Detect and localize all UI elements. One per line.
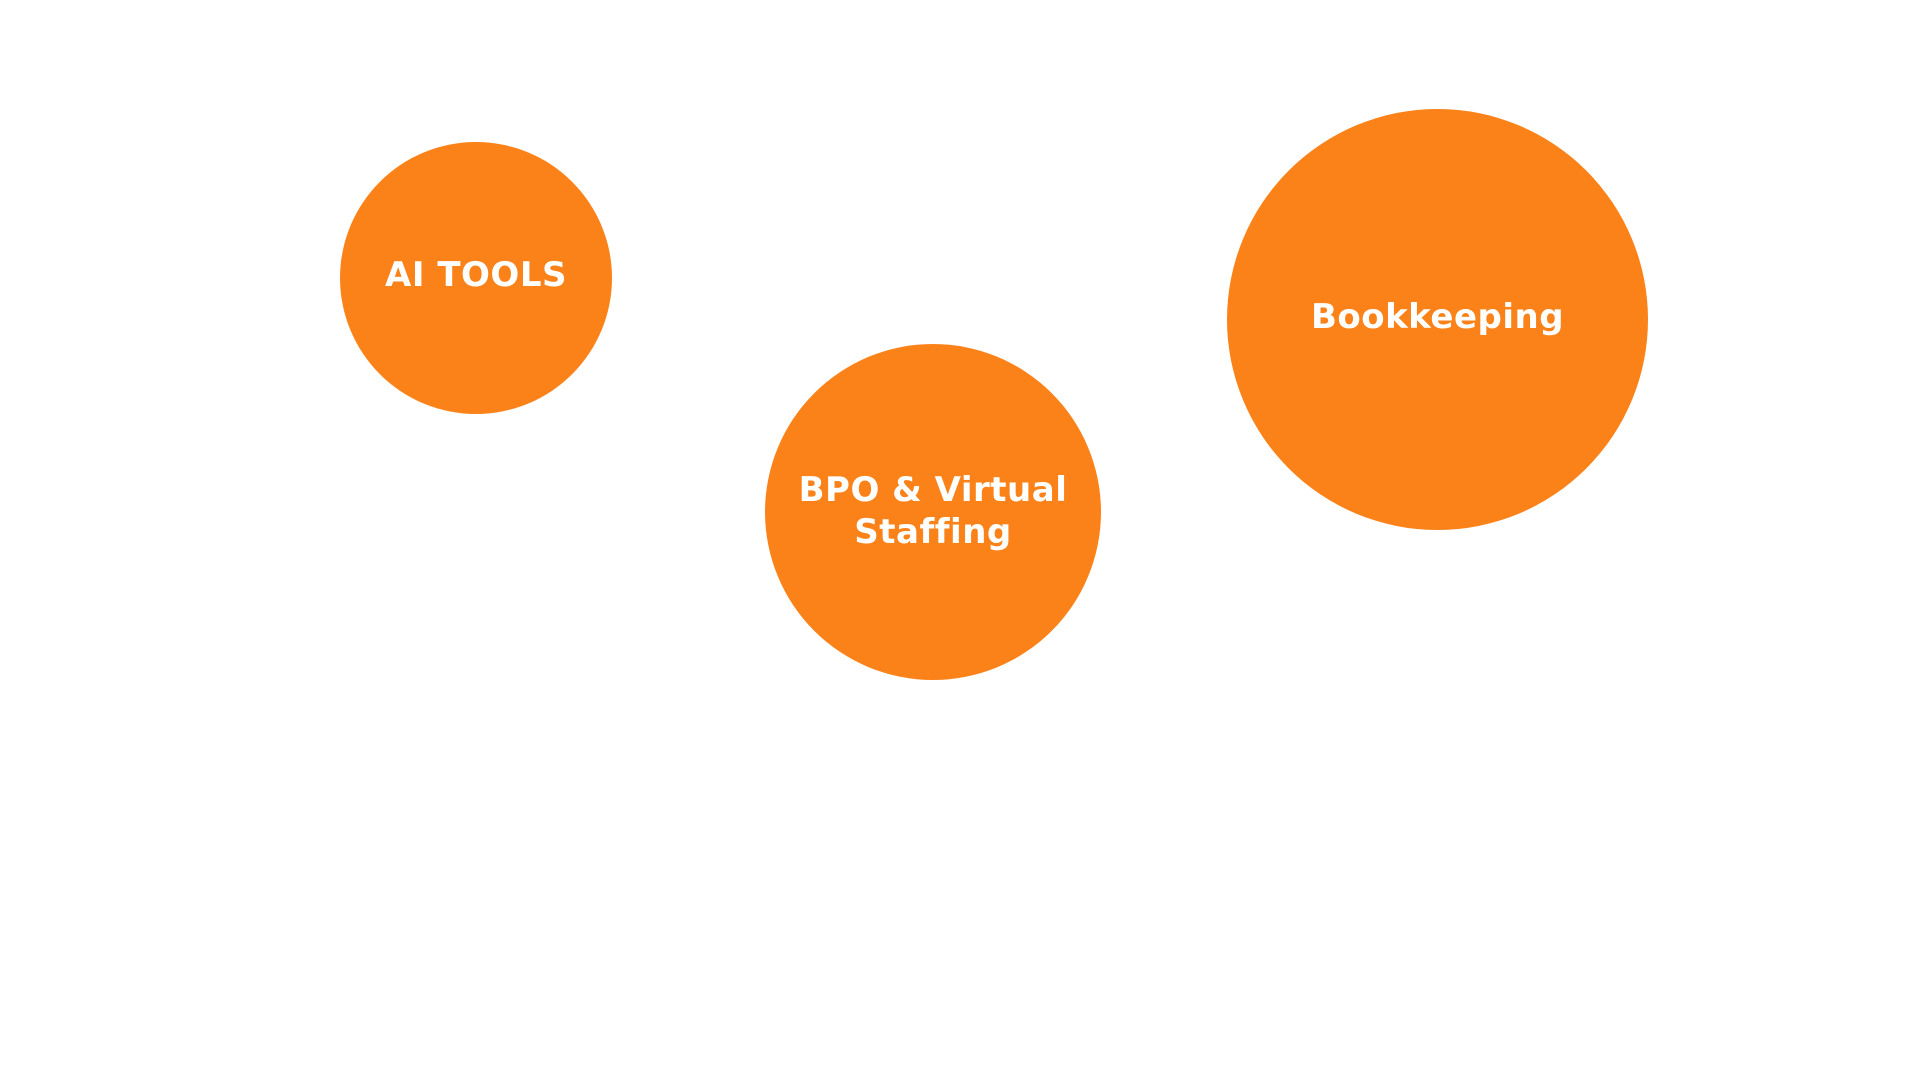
ai-tools-label: AI TOOLS [385, 254, 567, 295]
bookkeeping-bubble[interactable]: Bookkeeping [1227, 109, 1648, 530]
bpo-virtual-staffing-label: BPO & Virtual Staffing [798, 469, 1068, 553]
ai-tools-bubble[interactable]: AI TOOLS [340, 142, 612, 414]
bookkeeping-label: Bookkeeping [1310, 297, 1565, 338]
bpo-virtual-staffing-bubble[interactable]: BPO & Virtual Staffing [765, 344, 1101, 680]
